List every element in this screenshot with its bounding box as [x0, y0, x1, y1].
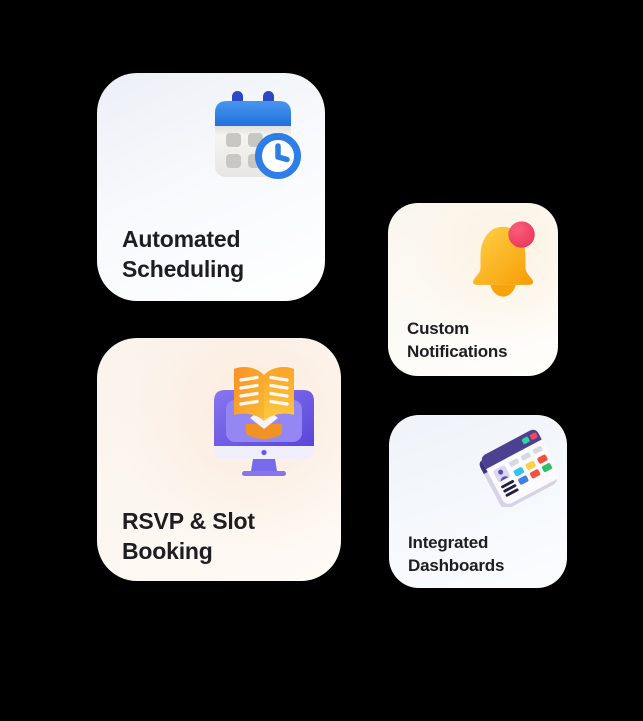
- dashboard-isometric-icon: [474, 421, 562, 507]
- card-title-line: Notifications: [407, 342, 508, 361]
- card-title-line: Custom: [407, 319, 470, 338]
- card-title-line: RSVP & Slot: [122, 508, 255, 534]
- feature-card-integrated-dashboards: Integrated Dashboards: [389, 415, 567, 588]
- card-title-line: Scheduling: [122, 256, 244, 282]
- feature-card-automated-scheduling: Automated Scheduling: [97, 73, 325, 301]
- card-title: Integrated Dashboards: [408, 531, 504, 577]
- monitor-book-icon: [206, 360, 322, 476]
- calendar-clock-icon: [205, 86, 301, 182]
- card-title: RSVP & Slot Booking: [122, 506, 255, 566]
- feature-card-custom-notifications: Custom Notifications: [388, 203, 558, 376]
- card-title: Automated Scheduling: [122, 224, 244, 284]
- card-title-line: Dashboards: [408, 556, 505, 575]
- card-title-line: Integrated: [408, 533, 489, 552]
- card-title-line: Booking: [122, 538, 213, 564]
- card-title: Custom Notifications: [407, 317, 508, 363]
- notification-bell-icon: [460, 214, 546, 304]
- card-title-line: Automated: [122, 226, 241, 252]
- feature-card-rsvp-slot-booking: RSVP & Slot Booking: [97, 338, 341, 581]
